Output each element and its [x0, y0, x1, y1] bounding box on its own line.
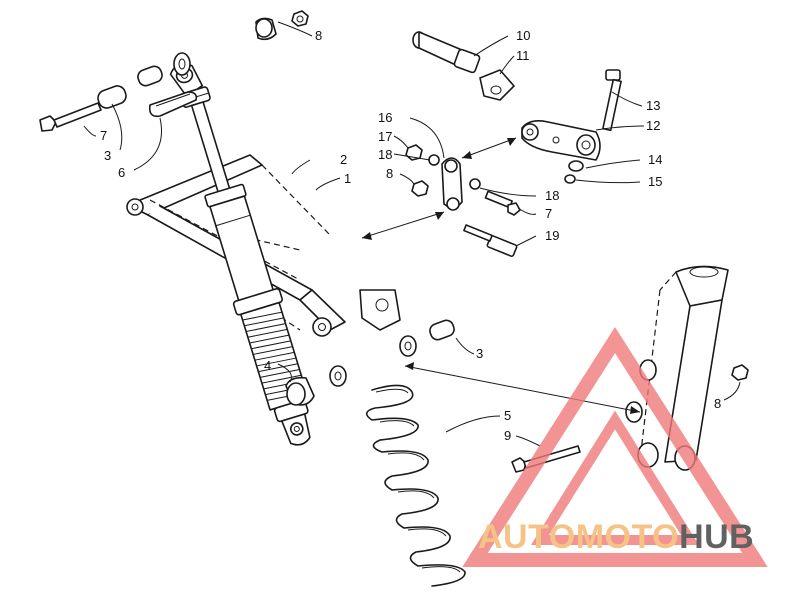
- bolt-19: [463, 224, 518, 258]
- top-left-washer: [173, 52, 191, 76]
- leader-lines: [83, 21, 741, 447]
- callout-label: 8: [714, 396, 721, 411]
- link-16: [441, 157, 463, 211]
- callout-label: 11: [516, 48, 530, 63]
- callout-labels: 8 10 11 13 12 16 17 18 8 2 1 14 15 18 7 …: [100, 28, 721, 443]
- callout-label: 10: [516, 28, 530, 43]
- watermark-triangle-outer: [462, 326, 768, 567]
- callout-label: 9: [504, 428, 511, 443]
- callout-label: 19: [545, 228, 559, 243]
- callout-label: 5: [504, 408, 511, 423]
- callout-label: 14: [648, 152, 662, 167]
- callout-label: 4: [264, 358, 271, 373]
- callout-label: 8: [315, 28, 322, 43]
- assembly-arrows: [361, 137, 641, 414]
- watermark-triangle-inner: [530, 410, 700, 545]
- watermark-brand-primary: AUTOMOTO: [478, 518, 679, 556]
- washer-14: [568, 160, 584, 172]
- bushing-11: [479, 69, 515, 101]
- callout-label: 12: [646, 118, 660, 133]
- bolt-7-center: [484, 190, 521, 216]
- watermark-brand-secondary: HUB: [679, 518, 754, 556]
- nut-8-right: [731, 364, 749, 381]
- top-left-spacer: [137, 65, 163, 87]
- washer-bottom-left: [329, 365, 347, 387]
- clip-15: [564, 174, 576, 184]
- nut-8-center: [411, 180, 429, 197]
- callout-label: 3: [476, 346, 483, 361]
- bellcrank-12: [521, 120, 601, 161]
- coil-spring: [365, 384, 466, 587]
- bolt-7-left: [39, 102, 102, 132]
- bump-pad-6: [148, 91, 198, 118]
- callout-label: 13: [646, 98, 660, 113]
- callout-label: 6: [118, 165, 125, 180]
- top-bushing: [255, 17, 277, 41]
- link-rod-10: [412, 31, 481, 74]
- callout-label: 18: [378, 147, 392, 162]
- top-nut: [291, 10, 309, 27]
- callout-label: 18: [545, 188, 559, 203]
- bushing-4: [285, 376, 315, 406]
- callout-label: 3: [104, 148, 111, 163]
- callout-label: 16: [378, 110, 392, 125]
- washer-18-right: [469, 178, 481, 190]
- washer-18-left: [428, 154, 440, 166]
- callout-label: 7: [545, 206, 552, 221]
- callout-label: 7: [100, 128, 107, 143]
- bushing-3-top: [97, 85, 127, 109]
- callout-label: 8: [386, 166, 393, 181]
- washer-bottom-right: [399, 335, 417, 357]
- callout-label: 1: [344, 171, 351, 186]
- bushing-3-bottom: [429, 319, 455, 341]
- watermark: AUTOMOTOHUB: [462, 326, 768, 567]
- watermark-brand: AUTOMOTOHUB: [478, 518, 754, 556]
- callout-label: 17: [378, 129, 392, 144]
- bolt-13: [602, 69, 622, 132]
- callout-label: 2: [340, 152, 347, 167]
- callout-label: 15: [648, 174, 662, 189]
